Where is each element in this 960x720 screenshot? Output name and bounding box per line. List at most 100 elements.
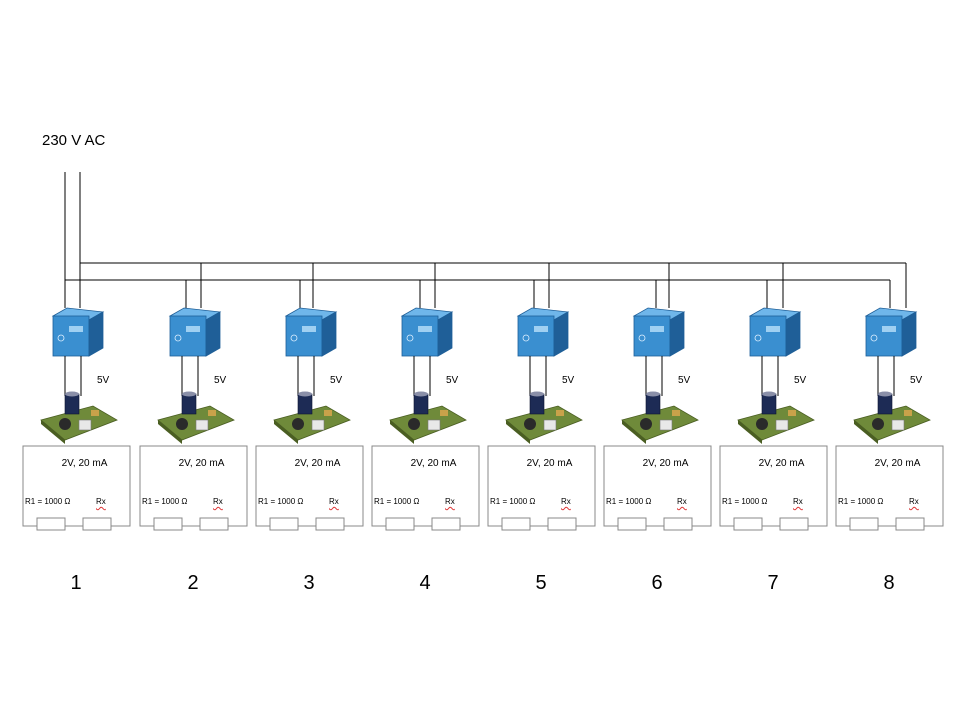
- load-box: [371, 445, 480, 527]
- capacitor-body: [645, 393, 661, 415]
- capacitor-body: [297, 393, 313, 415]
- capacitor-body: [877, 393, 893, 415]
- transformer-label-plate: [766, 326, 780, 332]
- channel-number: 7: [767, 572, 779, 594]
- resistor-r1: [617, 517, 647, 531]
- potentiometer-icon: [59, 418, 71, 430]
- terminal-block: [775, 419, 789, 431]
- resistor-r1: [385, 517, 415, 531]
- capacitor-top: [646, 391, 660, 397]
- load-spec-label: 2V, 20 mA: [758, 458, 805, 469]
- resistor-r1: [733, 517, 763, 531]
- capacitor-top: [762, 391, 776, 397]
- load-box: [22, 445, 131, 527]
- capacitor-body: [413, 393, 429, 415]
- pcb-edge: [274, 420, 298, 444]
- resistor-part: [208, 410, 216, 416]
- potentiometer-icon: [292, 418, 304, 430]
- terminal-block: [891, 419, 905, 431]
- pcb-edge: [738, 420, 762, 444]
- rx-label: Rx: [445, 497, 455, 506]
- rx-label: Rx: [909, 497, 919, 506]
- channel-unit-4: [371, 263, 480, 531]
- capacitor-body: [64, 393, 80, 415]
- transformer-label-plate: [418, 326, 432, 332]
- channel-unit-1: [22, 307, 131, 531]
- transformer-label-plate: [302, 326, 316, 332]
- output-voltage-label: 5V: [214, 375, 227, 386]
- load-box: [487, 445, 596, 527]
- channel-number: 8: [883, 572, 895, 594]
- potentiometer-icon: [872, 418, 884, 430]
- output-voltage-label: 5V: [910, 375, 923, 386]
- channel-number: 4: [419, 572, 431, 594]
- capacitor-top: [878, 391, 892, 397]
- output-voltage-label: 5V: [794, 375, 807, 386]
- ce-mark-icon: [870, 334, 878, 342]
- transformer-label-plate: [534, 326, 548, 332]
- resistor-rx: [663, 517, 693, 531]
- capacitor-top: [182, 391, 196, 397]
- resistor-r1: [36, 517, 66, 531]
- capacitor-body: [181, 393, 197, 415]
- ce-mark-icon: [290, 334, 298, 342]
- load-spec-label: 2V, 20 mA: [178, 458, 225, 469]
- ce-mark-icon: [174, 334, 182, 342]
- channel-number: 5: [535, 572, 547, 594]
- r1-label: R1 = 1000 Ω: [722, 497, 768, 506]
- pcb-edge: [506, 420, 530, 444]
- r1-label: R1 = 1000 Ω: [25, 497, 71, 506]
- resistor-r1: [153, 517, 183, 531]
- pcb-edge: [854, 420, 878, 444]
- potentiometer-icon: [756, 418, 768, 430]
- load-box: [255, 445, 364, 527]
- load-spec-label: 2V, 20 mA: [526, 458, 573, 469]
- resistor-rx: [82, 517, 112, 531]
- resistor-part: [788, 410, 796, 416]
- resistor-rx: [315, 517, 345, 531]
- resistor-rx: [547, 517, 577, 531]
- resistor-rx: [431, 517, 461, 531]
- transformer-side: [901, 311, 917, 357]
- transformer-label-plate: [69, 326, 83, 332]
- resistor-r1: [269, 517, 299, 531]
- resistor-rx: [199, 517, 229, 531]
- transformer-label-plate: [882, 326, 896, 332]
- transformer-side: [553, 311, 569, 357]
- ce-mark-icon: [406, 334, 414, 342]
- rx-label: Rx: [561, 497, 571, 506]
- output-voltage-label: 5V: [446, 375, 459, 386]
- channel-units: [22, 263, 944, 531]
- channel-number: 1: [70, 572, 82, 594]
- resistor-part: [440, 410, 448, 416]
- transformer-side: [785, 311, 801, 357]
- load-spec-label: 2V, 20 mA: [874, 458, 921, 469]
- r1-label: R1 = 1000 Ω: [838, 497, 884, 506]
- load-spec-label: 2V, 20 mA: [642, 458, 689, 469]
- capacitor-top: [298, 391, 312, 397]
- transformer-side: [437, 311, 453, 357]
- load-box: [835, 445, 944, 527]
- transformer-label-plate: [650, 326, 664, 332]
- capacitor-top: [530, 391, 544, 397]
- resistor-part: [324, 410, 332, 416]
- terminal-block: [543, 419, 557, 431]
- load-spec-label: 2V, 20 mA: [410, 458, 457, 469]
- resistor-part: [904, 410, 912, 416]
- output-voltage-label: 5V: [97, 375, 110, 386]
- rx-label: Rx: [793, 497, 803, 506]
- transformer-side: [669, 311, 685, 357]
- ce-mark-icon: [754, 334, 762, 342]
- transformer-side: [321, 311, 337, 357]
- capacitor-body: [529, 393, 545, 415]
- supply-label: 230 V AC: [42, 132, 106, 149]
- potentiometer-icon: [176, 418, 188, 430]
- potentiometer-icon: [408, 418, 420, 430]
- terminal-block: [659, 419, 673, 431]
- terminal-block: [78, 419, 92, 431]
- rx-label: Rx: [677, 497, 687, 506]
- potentiometer-icon: [640, 418, 652, 430]
- capacitor-top: [65, 391, 79, 397]
- ce-mark-icon: [57, 334, 65, 342]
